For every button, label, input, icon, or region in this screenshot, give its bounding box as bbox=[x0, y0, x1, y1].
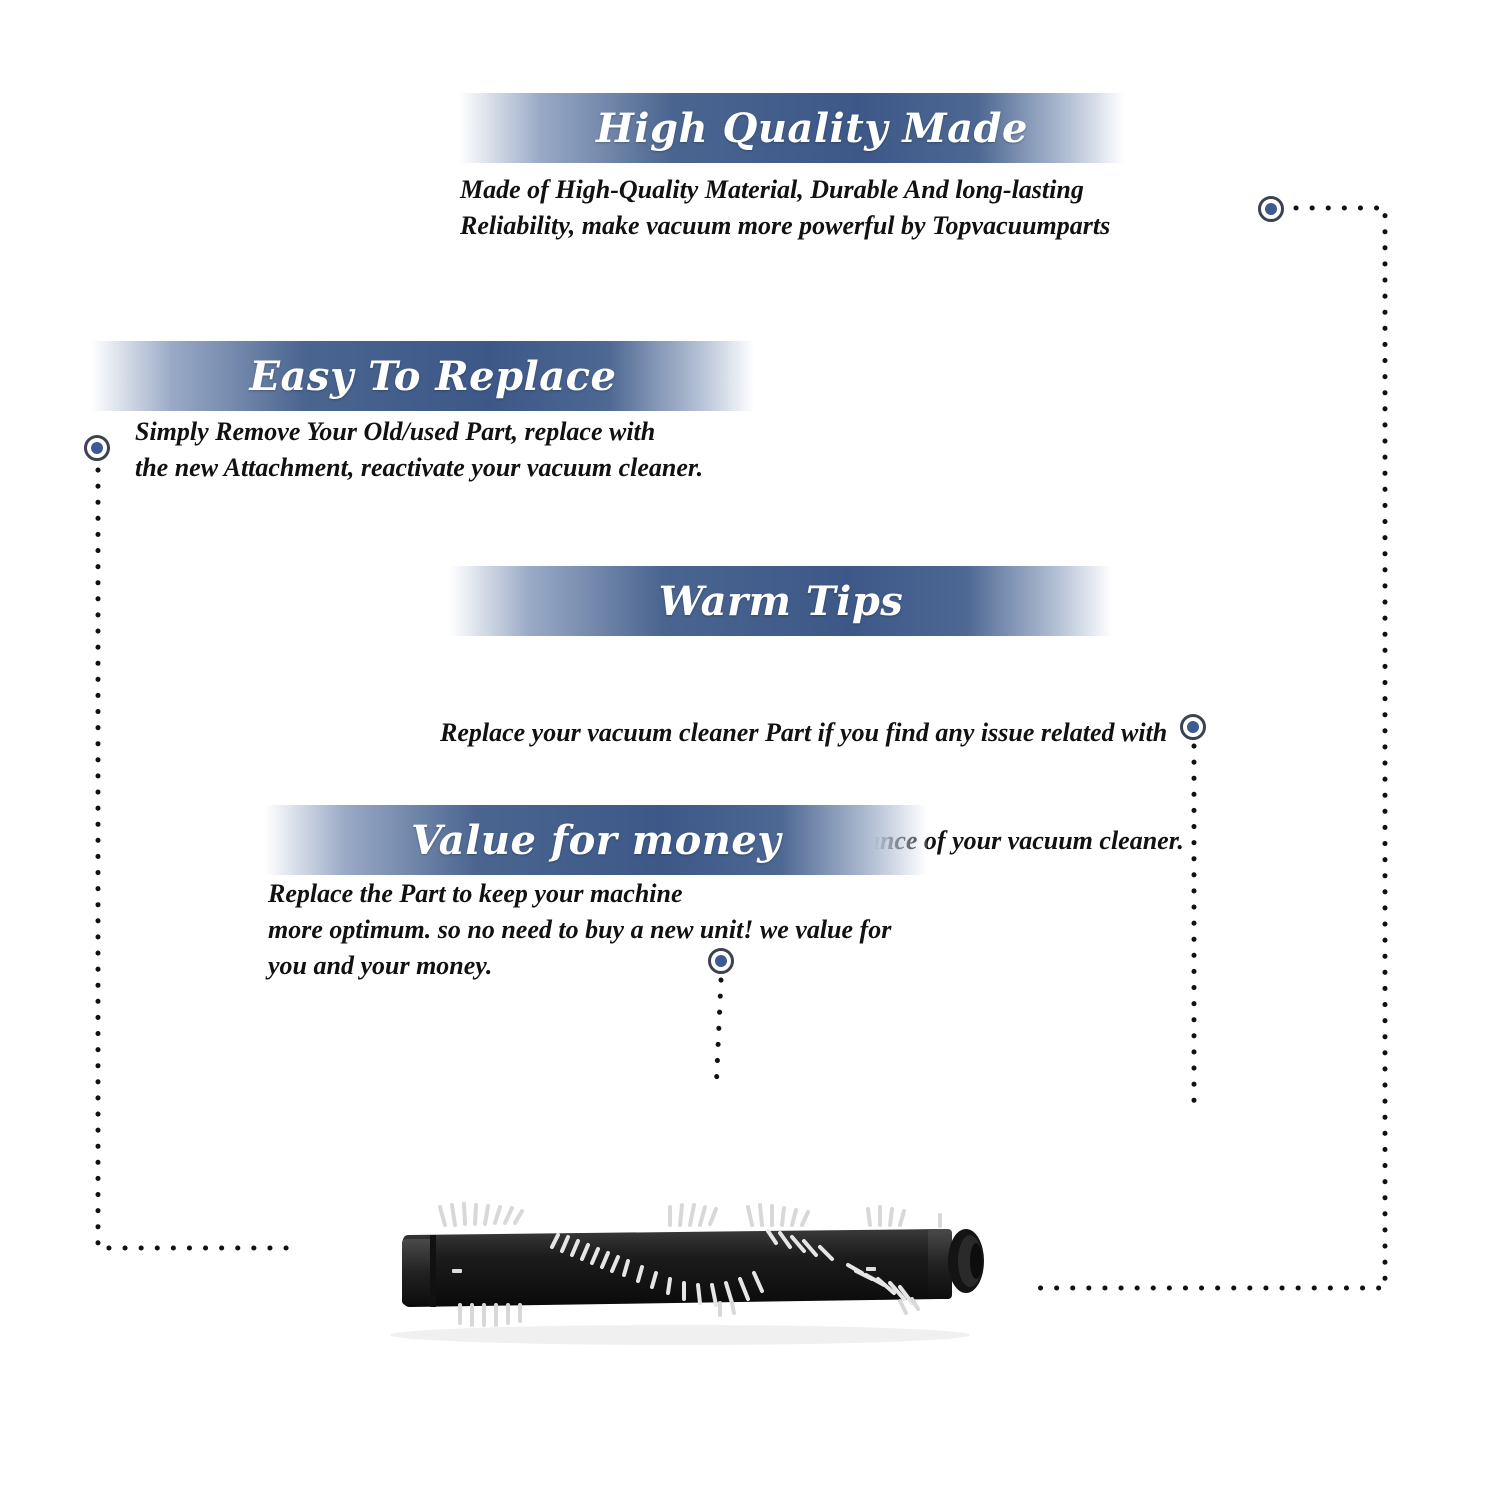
banner-warm-tips: Warm Tips bbox=[450, 566, 1112, 636]
section-description: Simply Remove Your Old/used Part, replac… bbox=[135, 414, 703, 486]
section-title: High Quality Made bbox=[596, 104, 1028, 152]
description-line: you and your money. bbox=[268, 951, 493, 980]
marker-dot-icon bbox=[84, 435, 110, 461]
section-title: Warm Tips bbox=[658, 577, 904, 625]
section-title: Value for money bbox=[410, 816, 782, 864]
description-line: Replace your vacuum cleaner Part if you … bbox=[440, 718, 1168, 747]
section-title: Easy To Replace bbox=[249, 352, 617, 400]
section-description: Made of High-Quality Material, Durable A… bbox=[460, 172, 1110, 244]
description-line: Replace the Part to keep your machine bbox=[268, 879, 683, 908]
connector-easy-replace bbox=[95, 467, 295, 1251]
marker-dot-icon bbox=[1180, 714, 1206, 740]
description-line: more optimum. so no need to buy a new un… bbox=[268, 915, 892, 944]
connector-high-quality bbox=[1032, 205, 1388, 1291]
description-line: Made of High-Quality Material, Durable A… bbox=[460, 175, 1084, 204]
banner-high-quality: High Quality Made bbox=[460, 93, 1124, 163]
banner-easy-replace: Easy To Replace bbox=[92, 341, 754, 411]
marker-dot-icon bbox=[708, 948, 734, 974]
description-line: the new Attachment, reactivate your vacu… bbox=[135, 453, 704, 482]
marker-dot-icon bbox=[1258, 196, 1284, 222]
description-line: Simply Remove Your Old/used Part, replac… bbox=[135, 417, 656, 446]
description-line: Reliability, make vacuum more powerful b… bbox=[460, 211, 1111, 240]
banner-value-money: Value for money bbox=[265, 805, 927, 875]
connector-value bbox=[713, 977, 724, 1095]
brush-roller-illustration bbox=[390, 1202, 984, 1345]
section-description: Replace the Part to keep your machine mo… bbox=[268, 876, 891, 984]
